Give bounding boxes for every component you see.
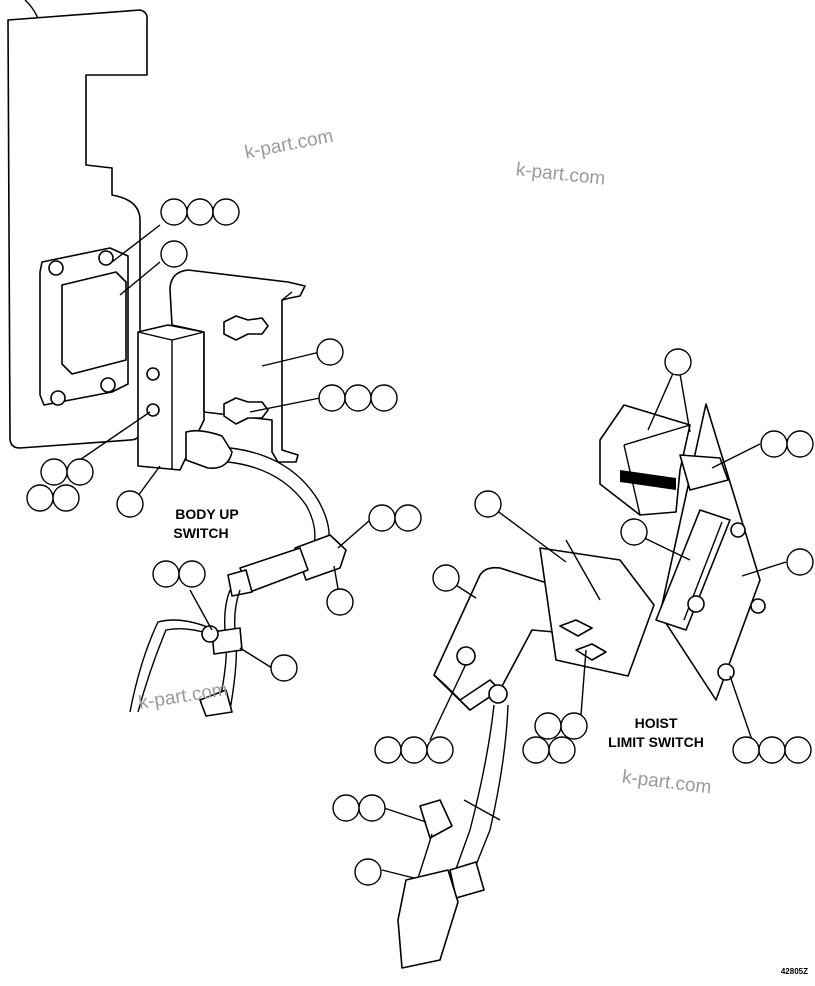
watermark-1: k-part.com	[243, 126, 335, 164]
bracket-bolts	[223, 315, 269, 425]
hoist-switch-cable	[397, 704, 509, 969]
watermark-4: k-part.com	[621, 767, 713, 799]
hoist-limit-switch-label-line2: LIMIT SWITCH	[608, 734, 704, 750]
callout-bubbles	[26, 198, 814, 886]
body-up-switch-cable	[129, 429, 347, 717]
hoist-switch-bracket	[433, 539, 655, 711]
reference-number: 42805Z	[781, 967, 808, 976]
hoist-limit-switch-label-line1: HOIST	[635, 715, 678, 731]
switch-angle-bracket	[169, 269, 306, 463]
hoist-limit-switch-block	[599, 404, 729, 516]
watermark-2: k-part.com	[515, 159, 606, 189]
body-up-switch-label-line1: BODY UP	[175, 506, 239, 522]
body-up-switch-label-line2: SWITCH	[173, 525, 228, 541]
switch-mount-plate	[39, 247, 129, 406]
